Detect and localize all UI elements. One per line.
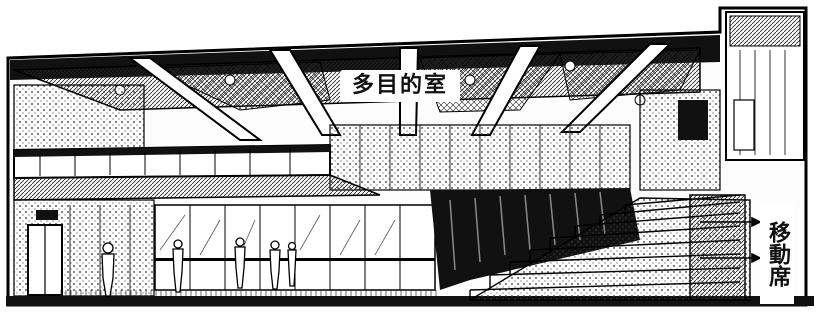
upper-room	[639, 11, 805, 191]
people	[101, 237, 297, 297]
room-name-label: 多目的室	[340, 70, 460, 102]
movement-arrows	[700, 216, 762, 264]
stage-curtain	[430, 188, 640, 290]
left-wall	[13, 199, 155, 297]
balcony	[13, 143, 381, 201]
movable-seating-label: 移動席	[760, 204, 794, 304]
floor	[14, 290, 470, 305]
